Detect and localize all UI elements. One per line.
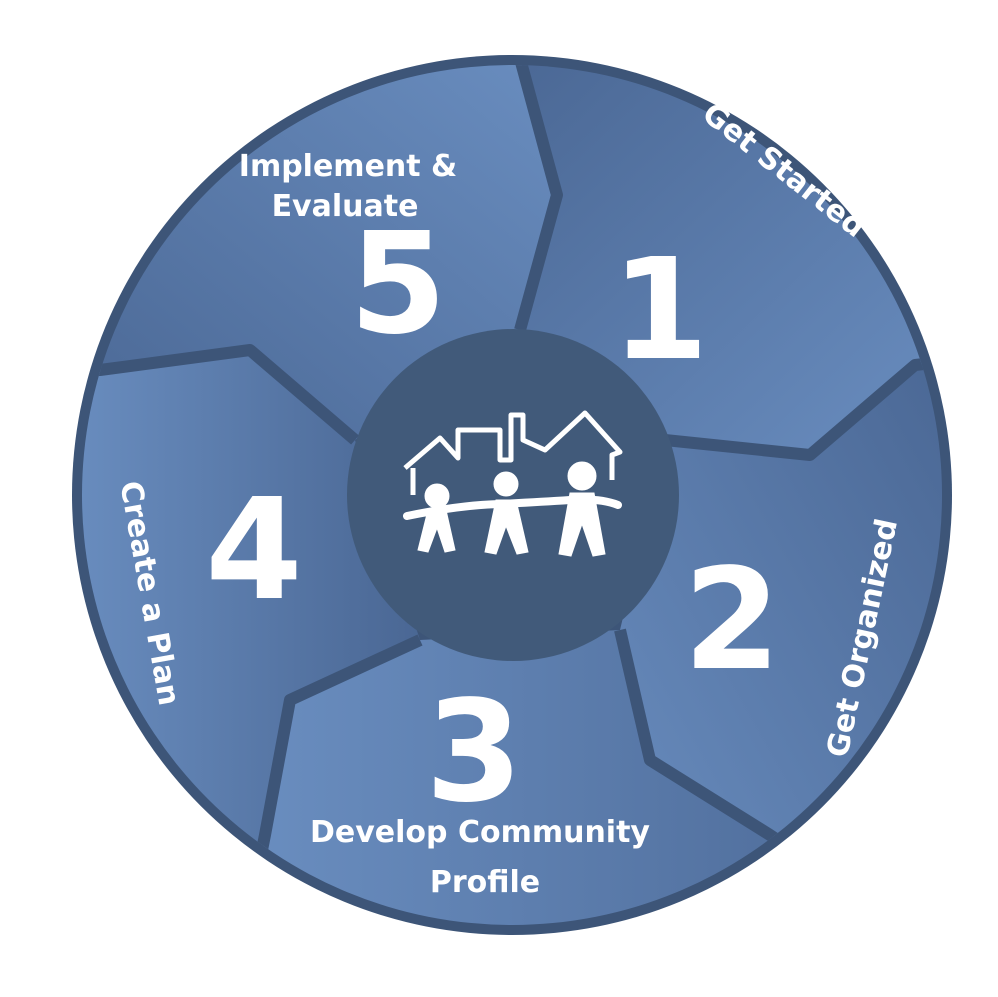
step-5-label-line2: Evaluate	[272, 189, 419, 224]
hub-circle	[347, 329, 679, 661]
step-3-label-line2: Profile	[430, 865, 540, 900]
family-house-icon	[403, 410, 623, 557]
step-3-label-line1: Develop Community	[310, 815, 650, 850]
step-3-number: 3	[425, 671, 522, 834]
step-1-number: 1	[611, 229, 708, 392]
step-5-number: 5	[349, 203, 446, 366]
step-5-label-line1: Implement &	[239, 149, 457, 184]
step-2-number: 2	[683, 539, 780, 702]
step-4-number: 4	[205, 469, 302, 632]
